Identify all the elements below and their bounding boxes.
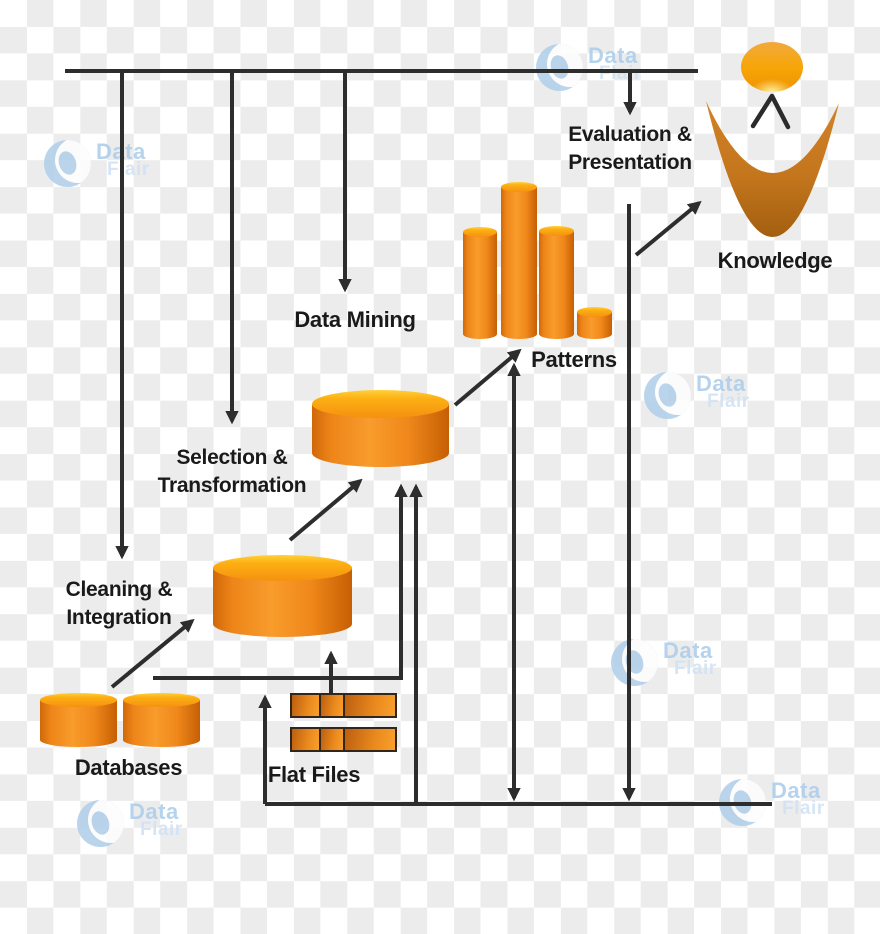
knowledge-person-arms-icon: [750, 93, 791, 130]
patterns-bar-2: [501, 182, 537, 339]
data-mining-label: Data Mining: [294, 307, 416, 332]
arrow-evaluation-to-knowledge: [634, 200, 702, 257]
flat-file-cell: [343, 695, 395, 716]
cleaning-label-line1: Cleaning &: [65, 578, 173, 601]
selection-label-line2: Transformation: [157, 474, 307, 497]
flat-files-table-row-2: [290, 727, 397, 752]
flat-files-label: Flat Files: [267, 762, 361, 787]
knowledge-person-head-icon: [741, 42, 803, 92]
watermark-text: Data: [588, 43, 638, 68]
selection-label-line1: Selection &: [176, 446, 288, 469]
patterns-label: Patterns: [531, 347, 617, 372]
knowledge-label: Knowledge: [717, 248, 833, 273]
flat-file-cell: [343, 729, 395, 750]
dataflair-logo-icon: [77, 800, 124, 847]
dataflair-logo-icon: [611, 639, 658, 686]
databases-cylinder-2: [123, 693, 200, 747]
dataflair-logo-icon: [644, 372, 691, 419]
evaluation-label-line1: Evaluation &: [568, 123, 692, 146]
flat-file-cell: [319, 729, 343, 750]
selection-transformation-label: Selection & Transformation: [132, 444, 332, 500]
evaluation-label-line2: Presentation: [568, 151, 692, 174]
cleaning-label-line2: Integration: [66, 606, 172, 629]
arrow-cleaning-to-selection: [288, 478, 363, 542]
databases-label: Databases: [74, 755, 183, 780]
selection-output-cylinder: [312, 390, 449, 467]
knowledge-person-body-icon: [706, 101, 839, 238]
flat-file-cell: [292, 729, 319, 750]
patterns-bar-1: [463, 227, 497, 339]
flat-files-table-row-1: [290, 693, 397, 718]
arrow-elbow-to-selection-cylinder: [153, 483, 408, 680]
patterns-bar-3: [539, 226, 574, 339]
cleaning-output-cylinder: [213, 555, 352, 637]
watermark-text: Flair: [707, 391, 750, 412]
arrow-mining-to-patterns: [453, 348, 522, 407]
watermark-text: Flair: [107, 159, 150, 180]
evaluation-presentation-label: Evaluation & Presentation: [545, 121, 715, 177]
arrow-databases-to-cleaning: [110, 618, 195, 689]
watermark-text: Flair: [674, 658, 717, 679]
watermark-text: Flair: [782, 798, 825, 819]
watermark-text: Flair: [140, 819, 183, 840]
watermark-text: Data: [663, 638, 713, 663]
dataflair-logo-icon: [44, 140, 91, 187]
dataflair-logo-icon: [536, 44, 583, 91]
cleaning-integration-label: Cleaning & Integration: [43, 576, 195, 632]
flat-file-cell: [319, 695, 343, 716]
watermark-text: Data: [129, 799, 179, 824]
watermark-text: Data: [696, 371, 746, 396]
flat-file-cell: [292, 695, 319, 716]
watermark-text: Data: [771, 778, 821, 803]
patterns-bar-4: [577, 307, 612, 339]
databases-cylinder-1: [40, 693, 117, 747]
